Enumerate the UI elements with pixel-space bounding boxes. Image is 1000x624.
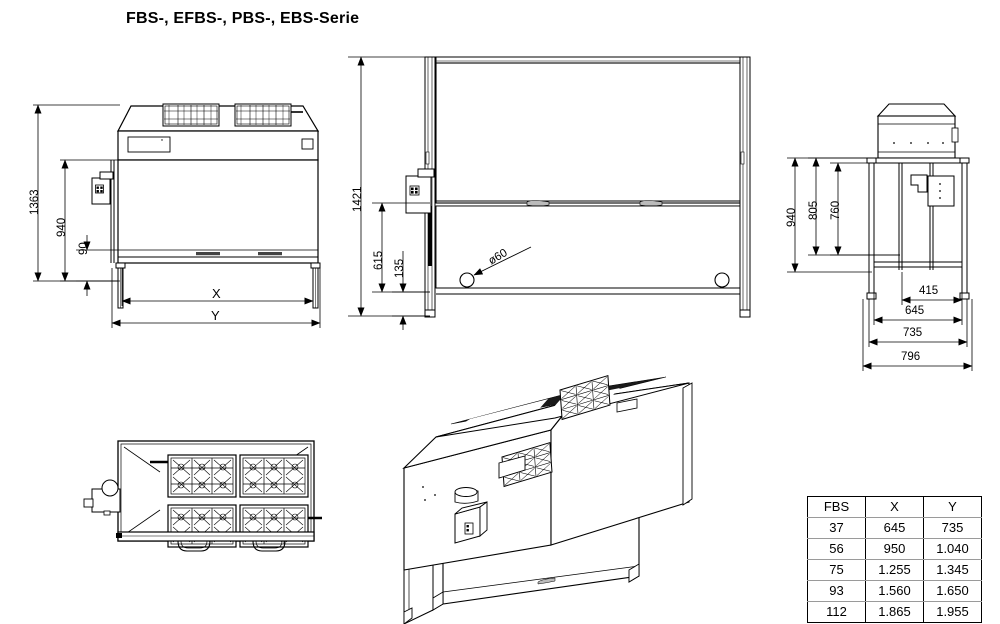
- cell-model: 37: [807, 517, 866, 539]
- dim-796: 796: [901, 351, 921, 363]
- dim-90: 90: [78, 242, 90, 255]
- cell-y: 735: [923, 517, 982, 539]
- isometric-geometry: [402, 374, 693, 624]
- end-elevation-geometry: [866, 103, 970, 300]
- dim-645: 645: [905, 305, 925, 317]
- cell-y: 1.955: [923, 601, 982, 623]
- dim-415: 415: [919, 285, 939, 297]
- dim-1363: 1363: [29, 189, 41, 215]
- dim-y: Y: [211, 308, 220, 323]
- cell-model: 93: [807, 580, 866, 602]
- cell-model: 75: [807, 559, 866, 581]
- table-row: 75 1.255 1.345: [807, 559, 982, 581]
- cell-x: 1.560: [865, 580, 924, 602]
- side-view-dimensions: [348, 56, 430, 330]
- cell-y: 1.650: [923, 580, 982, 602]
- table-header-row: FBS X Y: [807, 496, 982, 518]
- cell-y: 1.040: [923, 538, 982, 560]
- dim-940-end: 940: [786, 207, 798, 227]
- cell-y: 1.345: [923, 559, 982, 581]
- dim-615: 615: [373, 250, 385, 270]
- dim-1421: 1421: [352, 186, 364, 212]
- column-header-fbs: FBS: [807, 496, 866, 518]
- table-row: 93 1.560 1.650: [807, 580, 982, 602]
- dim-735: 735: [903, 327, 923, 339]
- table-row: 56 950 1.040: [807, 538, 982, 560]
- dim-135: 135: [394, 258, 406, 278]
- end-view-dimensions: [787, 157, 973, 371]
- cell-x: 1.255: [865, 559, 924, 581]
- cell-model: 112: [807, 601, 866, 623]
- cell-x: 1.865: [865, 601, 924, 623]
- column-header-y: Y: [923, 496, 982, 518]
- dim-805: 805: [808, 200, 820, 220]
- dim-940-front: 940: [56, 217, 68, 237]
- table-row: 37 645 735: [807, 517, 982, 539]
- cell-x: 950: [865, 538, 924, 560]
- page-title: FBS-, EFBS-, PBS-, EBS-Serie: [126, 10, 360, 27]
- cell-model: 56: [807, 538, 866, 560]
- column-header-x: X: [865, 496, 924, 518]
- cell-x: 645: [865, 517, 924, 539]
- dim-760: 760: [830, 200, 842, 220]
- side-elevation-geometry: [405, 56, 751, 318]
- table-row: 112 1.865 1.955: [807, 601, 982, 623]
- dimension-table: FBS X Y 37 645 735 56 950 1.040 75 1.255…: [807, 496, 982, 623]
- front-elevation-geometry: [91, 103, 321, 309]
- dim-x: X: [212, 286, 221, 301]
- top-plan-geometry: [83, 440, 322, 552]
- front-view-dimensions: [33, 104, 321, 328]
